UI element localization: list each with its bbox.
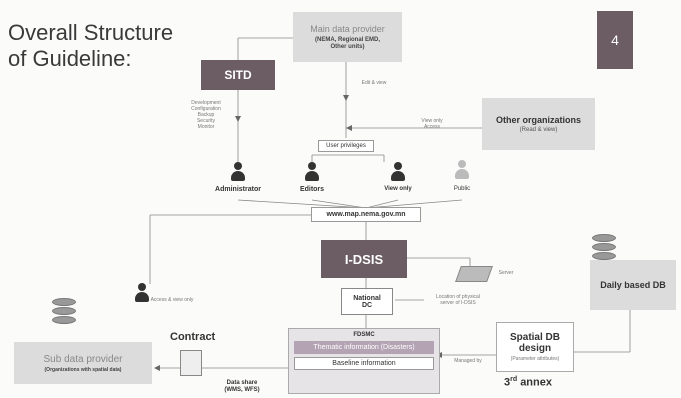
server-location-label: Location of physical server of I-DSIS [436,294,480,306]
contract-label: Contract [170,331,216,343]
user-privileges-box: User privileges [318,140,374,152]
main-data-provider-box: Main data provider (NEMA, Regional EMD, … [293,12,402,62]
server-label: Server [498,270,514,276]
managed-by-label: Managed by [454,358,482,364]
sub-provider-db-icon [52,298,76,325]
fdsmc-title: FDSMC [353,332,375,338]
page-number-badge: 4 [597,11,633,69]
daily-db-box: Daily based DB [590,260,676,310]
access-view-icon [134,283,150,303]
role-editors: Editors [299,186,325,193]
access-view-label: Access & view only [150,297,194,303]
role-administrator: Administrator [215,186,261,193]
role-public: Public [453,186,471,192]
administrator-icon [230,162,246,182]
view-only-icon [390,162,406,182]
data-share-label: Data share (WMS, WFS) [224,380,260,393]
sitd-box: SITD [201,60,275,90]
other-organizations-box: Other organizations (Read & view) [482,98,595,150]
page-title: Overall Structure of Guideline: [8,20,174,71]
fdsmc-item-baseline: Baseline information [294,357,434,370]
contract-document-icon [180,350,202,376]
annex-label: 3rd annex [504,376,552,389]
view-access-label: View only Access [421,118,443,130]
idsis-box: I-DSIS [321,240,407,278]
url-box[interactable]: www.map.nema.gov.mn [311,207,421,222]
edit-view-label: Edit & view [361,80,387,86]
role-view-only: View only [384,186,412,192]
fdsmc-item-thematic: Thematic information (Disasters) [294,341,434,354]
sub-data-provider-box: Sub data provider (Organizations with sp… [14,342,152,384]
server-icon [455,266,493,282]
sitd-duties: Development Configuration Backup Securit… [191,100,221,130]
daily-db-icon [592,234,616,261]
national-dc-box: National DC [341,288,393,315]
editors-icon [304,162,320,182]
fdsmc-box: FDSMC Thematic information (Disasters) B… [288,328,440,394]
spatial-db-design-box: Spatial DB design (Parameter attributes) [496,322,574,372]
public-icon [454,160,470,180]
